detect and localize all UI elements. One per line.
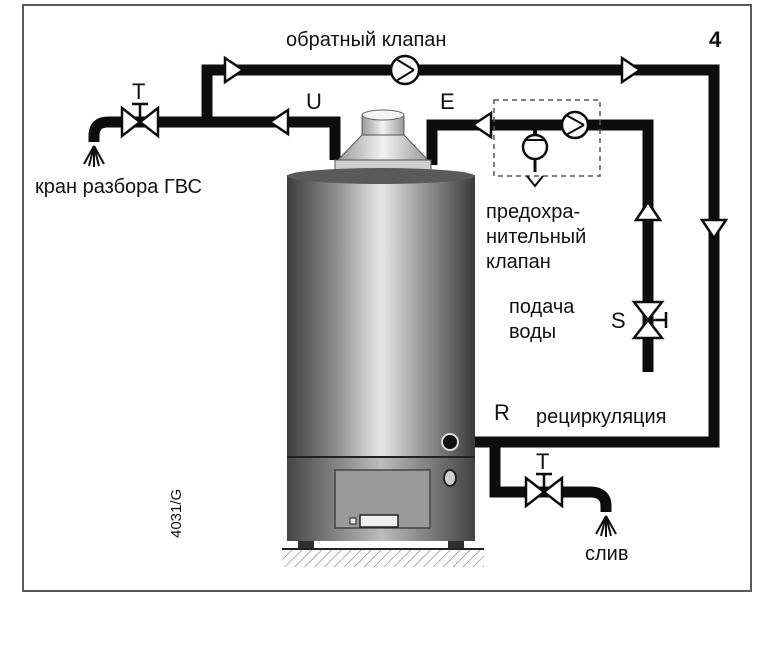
ground [282, 548, 484, 567]
marker-t-bottom: T [536, 449, 549, 474]
recirculation-loop-pipe [201, 64, 720, 448]
water-supply-label-1: подача [509, 296, 575, 318]
safety-valve-label-2: нительный [486, 226, 586, 248]
marker-s: S [611, 308, 626, 333]
flow-arrow-hot-left [267, 107, 290, 137]
drawing-code: 4031/G [168, 489, 185, 538]
flow-arrow-inlet-left [470, 110, 493, 140]
recirculation-label: рециркуляция [536, 406, 667, 428]
figure-number: 4 [709, 27, 722, 52]
marker-e: E [440, 89, 455, 114]
hot-water-tap-label: кран разбора ГВС [35, 176, 202, 198]
marker-t-top: T [132, 79, 145, 104]
drain-pipe [489, 442, 612, 512]
hot-water-pipe [160, 116, 341, 160]
marker-r: R [494, 400, 510, 425]
flow-arrow-right-down [699, 218, 729, 241]
safety-valve-label-3: клапан [486, 251, 551, 273]
drain-valve-t [524, 472, 564, 509]
check-valve-top [389, 54, 421, 86]
cold-inlet-pipe [426, 119, 654, 372]
safety-valve-label-1: предохра- [486, 201, 580, 223]
marker-u: U [306, 89, 322, 114]
water-heater-tank [287, 109, 475, 549]
tap-spray-icon [83, 145, 105, 167]
tap-pipe [88, 116, 160, 142]
flow-arrow-top-right [620, 55, 643, 85]
water-supply-label-2: воды [509, 321, 556, 343]
diagram-frame [22, 4, 752, 592]
supply-valve-s [631, 300, 668, 340]
check-valve-label: обратный клапан [286, 29, 446, 51]
drain-label: слив [585, 543, 628, 565]
safety-valve-group [493, 99, 601, 188]
tap-valve-t [120, 102, 160, 139]
flow-arrow-supply-up [633, 199, 663, 222]
drain-spray-icon [595, 515, 617, 537]
flow-arrow-top-left [223, 55, 246, 85]
